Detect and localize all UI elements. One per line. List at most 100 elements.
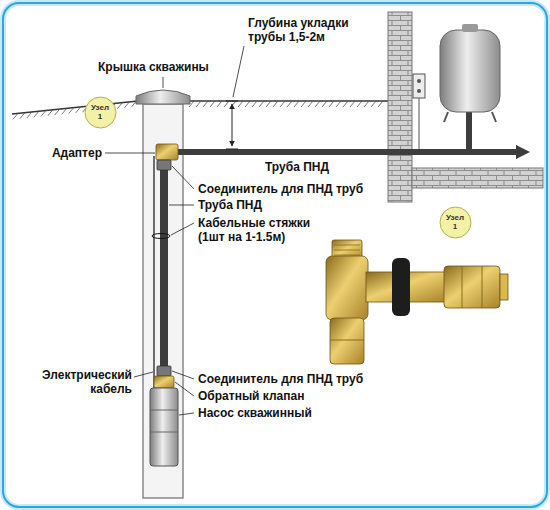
part-label: Труба ПНД (265, 160, 329, 174)
frame (3, 3, 547, 507)
callout-circle-outline (440, 207, 471, 238)
adapter (156, 144, 178, 160)
part-label: Насос скважинный (198, 406, 312, 420)
frame (3, 3, 547, 507)
house-wall (388, 12, 543, 202)
expansion-tank (444, 112, 496, 122)
adapter-detail (462, 266, 482, 308)
callout-number: Узел 1 (89, 103, 111, 121)
vertical-pipe (157, 160, 171, 368)
ground-line (273, 101, 278, 107)
adapter-detail (392, 258, 410, 316)
well-casing (143, 104, 183, 498)
adapter-detail (326, 240, 508, 364)
adapter-detail (500, 274, 508, 300)
pressure-switch (419, 98, 420, 149)
pressure-switch (413, 74, 425, 98)
leader-lines (134, 372, 153, 377)
horizontal-pipe (466, 110, 472, 150)
leader-lines (179, 413, 194, 415)
ground-line (13, 113, 18, 119)
depth-dimension (226, 101, 238, 149)
ground-line (287, 101, 292, 107)
ground-line (124, 102, 129, 108)
ground-line (41, 111, 46, 117)
adapter-detail (330, 340, 364, 341)
well-casing (143, 104, 183, 498)
pump (150, 388, 178, 466)
house-wall (412, 168, 543, 188)
part-label: Глубина укладки трубы 1,5-2м (248, 16, 386, 44)
pump (150, 366, 178, 466)
ground-line (294, 101, 299, 107)
ground-line (210, 101, 215, 107)
leader-lines (169, 205, 194, 206)
pressure-switch (417, 89, 421, 93)
adapter-detail (334, 245, 360, 255)
ground-line (308, 101, 313, 107)
ground-line (27, 112, 32, 118)
ground-line (224, 101, 229, 107)
ground-line (117, 103, 122, 109)
ground-line (203, 101, 208, 107)
ground-line (266, 101, 271, 107)
adapter-detail (326, 256, 368, 320)
ground-line (238, 101, 243, 107)
ground-line (280, 101, 285, 107)
leader-lines (172, 371, 194, 379)
expansion-tank (462, 24, 478, 32)
ground-line (301, 101, 306, 107)
ground-line (371, 101, 376, 107)
ground-line (62, 108, 67, 114)
ground-line (336, 101, 341, 107)
house-wall (388, 12, 412, 202)
ground-line (259, 101, 264, 107)
electric-cable (152, 156, 170, 390)
electric-cable (153, 156, 154, 390)
ground-line (364, 101, 369, 107)
well-cap (136, 90, 190, 104)
ground-line (12, 101, 388, 119)
pump (154, 376, 174, 388)
ground-line (245, 101, 250, 107)
pump (157, 366, 171, 376)
ground-line (217, 101, 222, 107)
pump (150, 410, 178, 432)
depth-dimension (226, 46, 244, 149)
ground-line (12, 101, 138, 114)
ground-line (322, 101, 327, 107)
ground-line (48, 110, 53, 116)
ground-line (329, 101, 334, 107)
adapter-detail (444, 266, 500, 308)
electric-cable (152, 234, 170, 239)
ground-line (378, 101, 383, 107)
ground-line (343, 101, 348, 107)
pressure-switch (417, 79, 421, 83)
depth-dimension (233, 46, 244, 97)
vertical-pipe (160, 160, 168, 368)
ground-line (69, 108, 74, 114)
part-label: Соединитель для ПНД труб (198, 372, 363, 386)
ground-line (20, 113, 25, 119)
horizontal-pipe (516, 145, 530, 159)
part-label: Крышка скважины (98, 60, 209, 74)
ground-line (357, 101, 362, 107)
expansion-tank (440, 24, 500, 122)
expansion-tank (440, 30, 500, 112)
pressure-switch (413, 74, 425, 149)
part-label: Электрический кабель (6, 368, 132, 396)
leader-lines (171, 223, 194, 235)
callout-circle: Узел 1 (439, 206, 472, 239)
callout-number: Узел 1 (444, 213, 466, 231)
frame (3, 3, 547, 507)
vertical-pipe (157, 160, 171, 170)
ground-line (315, 101, 320, 107)
part-label: Труба ПНД (198, 198, 262, 212)
callout-circle-outline (85, 97, 116, 128)
leader-lines (163, 77, 164, 88)
part-label: Кабельные стяжки (1шт на 1-1.5м) (198, 216, 340, 244)
ground-line (34, 111, 39, 117)
leader-lines (105, 153, 155, 154)
